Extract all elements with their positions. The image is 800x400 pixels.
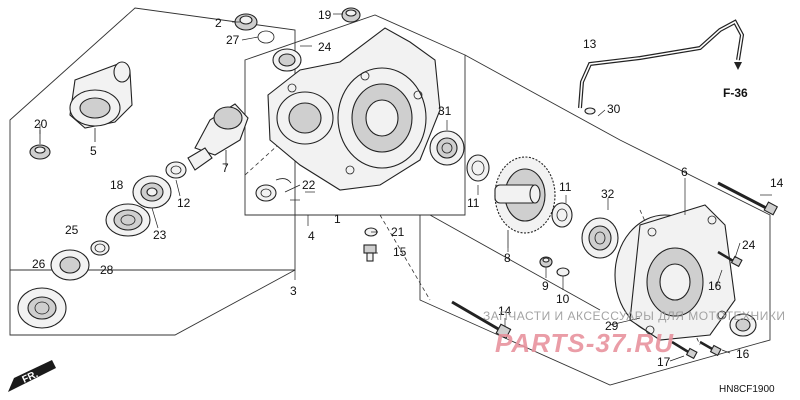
callout-11-right[interactable]: 11 [559,180,572,194]
callout-9[interactable]: 9 [542,279,549,293]
part-12-washer [165,161,187,179]
part-16-bolt-upper [717,250,743,268]
callout-3[interactable]: 3 [290,284,297,298]
callout-6[interactable]: 6 [681,165,688,179]
callout-8[interactable]: 8 [504,251,511,265]
watermark-line-2: PARTS-37.RU [495,328,674,358]
part-23-roller-bearing [105,203,151,237]
callout-22[interactable]: 22 [302,178,316,192]
gear-case-body [267,27,441,191]
callout-10[interactable]: 10 [556,292,570,306]
part-32-bearing [581,217,619,259]
callout-15[interactable]: 15 [393,245,407,259]
callout-2[interactable]: 2 [215,16,222,30]
callout-14-left[interactable]: 14 [498,304,512,318]
watermark-line-1: ЗАПЧАСТИ И АКСЕССУАРЫ ДЛЯ МОТОТЕХНИКИ [483,309,785,323]
ring-gear-group [494,156,619,277]
callout-32[interactable]: 32 [601,187,615,201]
part-25-flange [50,249,90,281]
part-27-o-ring [257,30,275,44]
callout-24-right[interactable]: 24 [742,238,756,252]
leader-lines [39,13,772,362]
callout-26[interactable]: 26 [32,257,46,271]
part-16-bolt-lower [699,340,722,357]
part-9-plug [539,256,553,268]
callout-20[interactable]: 20 [34,117,48,131]
part-28-ring [90,240,110,256]
callout-13[interactable]: 13 [583,37,597,51]
callout-30[interactable]: 30 [607,102,621,116]
part-31-bearing [429,130,465,166]
callout-5[interactable]: 5 [90,144,97,158]
part-15-bolt [363,244,377,262]
callout-1[interactable]: 1 [334,212,341,226]
callout-19[interactable]: 19 [318,8,332,22]
part-26-coupling [17,287,67,329]
callout-31[interactable]: 31 [438,104,452,118]
front-arrow-icon [8,360,56,392]
callout-27[interactable]: 27 [226,33,240,47]
part-24-seal-right [729,313,757,337]
part-7-pinion-gear [187,103,249,171]
page-reference[interactable]: F-36 [723,86,748,100]
callout-25[interactable]: 25 [65,223,79,237]
callout-29[interactable]: 29 [605,319,619,333]
callout-23[interactable]: 23 [153,228,167,242]
callout-21[interactable]: 21 [391,225,405,239]
callout-16-lower[interactable]: 16 [736,347,750,361]
diagram-code: HN8CF1900 [719,384,775,395]
part-6-cover [614,204,736,341]
front-direction-indicator: FR. [8,360,56,392]
part-11-seal-left [466,154,490,182]
watermark: ЗАПЧАСТИ И АКСЕССУАРЫ ДЛЯ МОТОТЕХНИКИ PA… [483,309,785,358]
cover-group [451,181,779,360]
callout-12[interactable]: 12 [177,196,191,210]
callout-7[interactable]: 7 [222,161,229,175]
callout-16-upper[interactable]: 16 [708,279,722,293]
part-11-seal-right [551,202,573,228]
part-10-washer [556,267,570,277]
part-24-oil-seal [272,48,302,72]
callout-28[interactable]: 28 [100,263,114,277]
final-gear-case [234,7,490,262]
callout-24-left[interactable]: 24 [318,40,332,54]
part-20-nut [29,130,51,160]
part-17-bolt [671,340,698,360]
arrow-to-f36-icon [734,62,742,70]
callout-labels: 1 2 3 4 5 6 7 8 9 10 11 11 12 13 14 14 1… [32,8,784,369]
callout-4[interactable]: 4 [308,229,315,243]
callout-17[interactable]: 17 [657,355,671,369]
part-14-bolt-long-left [451,300,512,339]
part-8-ring-gear [494,156,556,248]
callout-14-right[interactable]: 14 [770,176,784,190]
pinion-group [17,61,249,329]
breather-tube [578,19,745,115]
part-14-bolt-long-right [717,181,779,216]
part-19-cap [341,7,361,23]
part-30-clip [584,107,596,115]
part-5-housing [69,61,133,142]
part-18-bearing [132,175,172,209]
part-22-bushing [255,178,292,202]
callout-11-left[interactable]: 11 [467,196,480,210]
callout-18[interactable]: 18 [110,178,124,192]
